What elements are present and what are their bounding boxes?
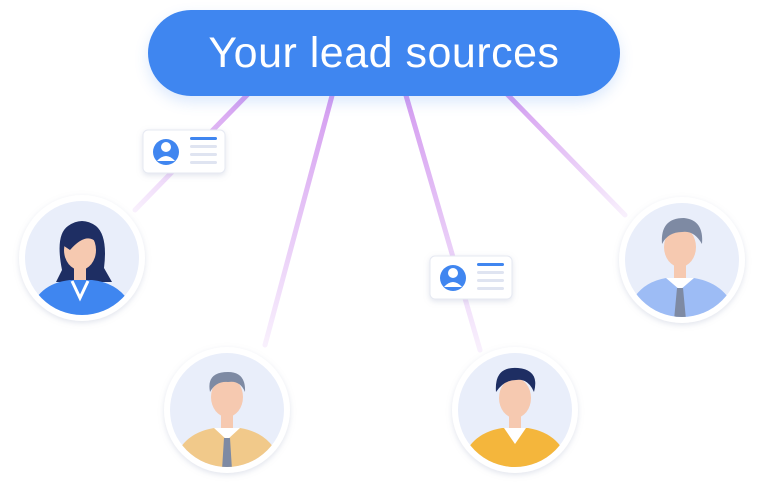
contact-card-middle (429, 255, 513, 300)
contact-avatar-icon (153, 139, 179, 165)
contact-avatar-icon (440, 265, 466, 291)
avatar-older-man-yellow-shirt (164, 347, 290, 473)
avatar-young-man-yellow-sweater (452, 347, 578, 473)
connector-line-3 (402, 89, 483, 353)
diagram-title: Your lead sources (208, 28, 560, 77)
contact-card-left (142, 129, 226, 174)
avatar-man-blue-shirt (619, 197, 745, 323)
avatar-woman-blue-blouse (19, 195, 145, 321)
connector-line-4 (502, 89, 628, 218)
lead-sources-header: Your lead sources (148, 10, 620, 96)
connector-line-2 (262, 89, 336, 348)
